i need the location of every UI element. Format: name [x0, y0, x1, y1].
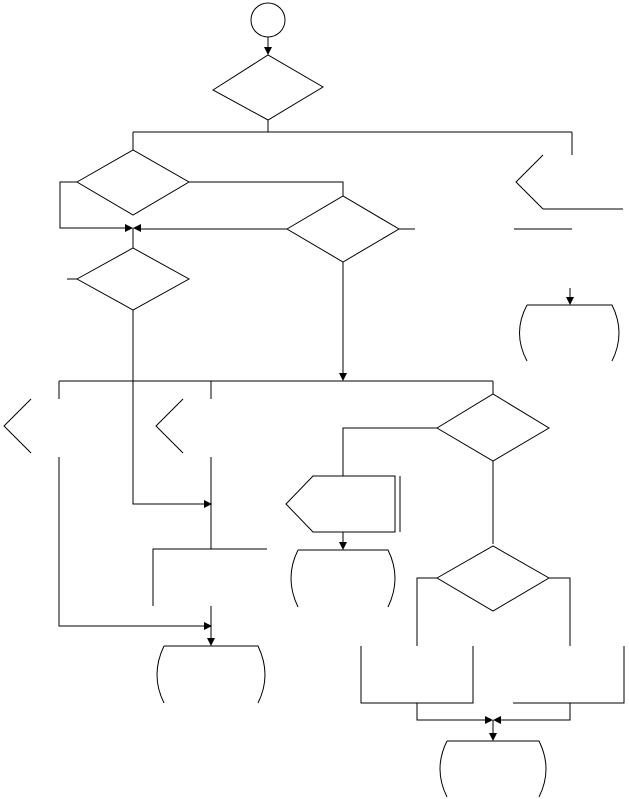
terminator-center — [156, 645, 266, 704]
merge-path-right — [501, 703, 571, 721]
merge-path-left — [416, 703, 485, 721]
left-down-path — [58, 457, 207, 627]
decision-1 — [76, 149, 190, 216]
decision-1-right-path — [189, 181, 344, 196]
arrowhead — [489, 733, 497, 741]
arrowhead — [339, 542, 347, 550]
display-center — [155, 398, 184, 454]
process-bottom-right — [513, 646, 625, 704]
decision-2 — [286, 195, 400, 263]
arrowhead — [339, 373, 347, 381]
decision-1-left-path — [59, 181, 125, 229]
arrowhead — [485, 716, 493, 724]
arrowhead — [133, 224, 141, 232]
decision-5-left-path — [416, 577, 437, 646]
process-bottom-left — [360, 646, 474, 704]
manual-input-right — [515, 154, 544, 210]
terminator-bottom — [439, 740, 547, 798]
process-center-edges — [152, 548, 267, 606]
manual-input-top — [212, 54, 324, 121]
arrowhead — [125, 224, 133, 232]
arrowhead — [493, 716, 501, 724]
decision-3-down-path — [132, 310, 207, 505]
decision-5 — [436, 545, 550, 612]
arrowhead — [204, 500, 212, 508]
decision-3 — [75, 247, 191, 311]
arrowhead — [566, 297, 574, 305]
arrowhead — [204, 622, 212, 630]
display-shape — [285, 475, 396, 533]
display-left — [3, 398, 32, 454]
decision-4-left-path — [342, 427, 437, 476]
arrowhead — [264, 47, 272, 55]
start-connector — [250, 2, 286, 38]
terminator-right — [519, 304, 620, 362]
arrowhead — [207, 638, 215, 646]
decision-5-right-path — [549, 577, 571, 646]
decision-4 — [436, 393, 550, 462]
terminator-middle — [290, 549, 396, 608]
